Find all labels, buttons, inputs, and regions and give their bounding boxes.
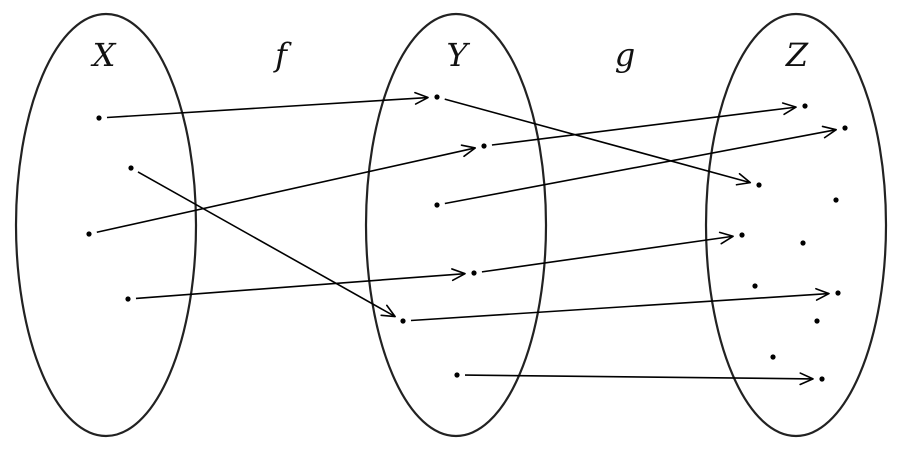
point-x4 [125, 296, 131, 302]
arrow-shaft [410, 292, 830, 322]
map-g-label: g [615, 36, 635, 74]
arrow-head [735, 172, 752, 186]
arrow-head [821, 125, 837, 139]
arrow-shaft [444, 98, 751, 184]
arrow-g-y6-z11 [464, 372, 814, 386]
set-z-label: Z [785, 36, 809, 74]
arrow-shaft [106, 96, 429, 119]
arrow-shaft [444, 128, 837, 205]
arrow-head [451, 268, 466, 282]
arrow-g-y4-z5 [481, 231, 734, 273]
point-x2 [128, 165, 134, 171]
arrow-shaft [464, 374, 814, 380]
element-points [86, 94, 848, 382]
arrow-head [815, 287, 830, 301]
arrow-g-y3-z2 [444, 125, 837, 205]
point-y3 [434, 202, 440, 208]
point-z10 [770, 354, 776, 360]
point-y4 [471, 270, 477, 276]
point-z5 [739, 232, 745, 238]
point-y1 [434, 94, 440, 100]
point-z11 [819, 376, 825, 382]
arrow-head [414, 91, 429, 105]
point-z6 [800, 240, 806, 246]
point-x3 [86, 231, 92, 237]
point-y2 [481, 143, 487, 149]
point-y5 [400, 318, 406, 324]
arrow-g-y5-z8 [410, 287, 830, 322]
point-z3 [756, 182, 762, 188]
point-z2 [842, 125, 848, 131]
arrow-shaft [135, 272, 466, 300]
set-x-ellipse [14, 12, 198, 438]
set-y-ellipse [364, 12, 548, 438]
arrow-f-x3-y2 [96, 144, 477, 234]
point-y6 [454, 372, 460, 378]
arrow-head [799, 372, 814, 386]
point-z8 [835, 290, 841, 296]
arrow-f-x2-y5 [137, 171, 396, 318]
set-x-label: X [90, 36, 117, 74]
point-z9 [814, 318, 820, 324]
map-f-label: f [273, 36, 292, 74]
arrow-head [460, 144, 477, 158]
arrow-head [781, 102, 797, 116]
arrow-shaft [481, 235, 734, 273]
arrow-head [380, 304, 396, 318]
point-x1 [96, 115, 102, 121]
arrow-shaft [491, 106, 797, 146]
point-z7 [752, 283, 758, 289]
arrow-shaft [137, 171, 396, 318]
arrow-g-y2-z1 [491, 102, 797, 146]
point-z1 [802, 103, 808, 109]
arrow-g-y1-z3 [444, 98, 752, 186]
arrow-f-x1-y1 [106, 91, 429, 119]
arrow-shaft [96, 147, 476, 234]
set-y-label: Y [446, 36, 470, 74]
arrow-head [718, 231, 734, 245]
arrow-f-x4-y4 [135, 268, 466, 300]
point-z4 [833, 197, 839, 203]
set-z-ellipse [704, 12, 888, 438]
mapping-arrows [96, 91, 837, 386]
